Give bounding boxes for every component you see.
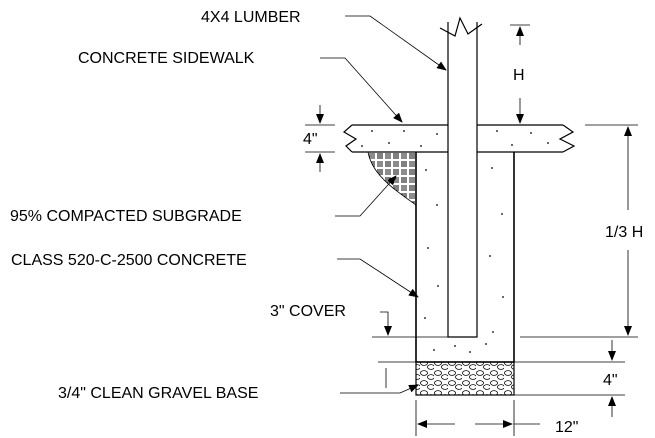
cover-label: 3" COVER xyxy=(270,303,346,320)
gravel-base xyxy=(415,361,515,396)
gravel-callout: 3/4" CLEAN GRAVEL BASE xyxy=(58,384,419,402)
subgrade-callout: 95% COMPACTED SUBGRADE xyxy=(10,175,397,225)
concrete-footing xyxy=(415,152,515,363)
gravel-thickness-label: 4" xyxy=(603,372,618,389)
sidewalk-thickness-dimension: 4" xyxy=(303,105,335,172)
concrete-label: CLASS 520-C-2500 CONCRETE xyxy=(11,252,247,269)
lumber-post xyxy=(439,16,483,338)
width-dimension: 12" xyxy=(415,400,578,436)
sidewalk-label: CONCRETE SIDEWALK xyxy=(78,50,255,67)
lumber-callout: 4X4 LUMBER xyxy=(201,9,447,71)
width-label: 12" xyxy=(555,419,578,436)
depth-dimension: 1/3 H xyxy=(520,124,643,338)
cover-dimension: 3" COVER xyxy=(270,303,448,363)
concrete-sidewalk-slab xyxy=(342,124,576,153)
h-dimension-label: H xyxy=(513,67,525,84)
lumber-label: 4X4 LUMBER xyxy=(201,9,301,26)
sidewalk-thickness-label: 4" xyxy=(303,131,318,148)
h-dimension: H xyxy=(510,24,530,124)
depth-dimension-label: 1/3 H xyxy=(605,224,643,241)
gravel-thickness-dimension: 4" xyxy=(385,340,625,417)
sidewalk-callout: CONCRETE SIDEWALK xyxy=(78,50,403,123)
sidewalk-aggregate-dots xyxy=(361,130,549,147)
compacted-subgrade-hatch xyxy=(367,151,417,206)
gravel-label: 3/4" CLEAN GRAVEL BASE xyxy=(58,385,258,402)
subgrade-label: 95% COMPACTED SUBGRADE xyxy=(10,208,242,225)
footing-aggregate-dots xyxy=(424,167,504,353)
concrete-callout: CLASS 520-C-2500 CONCRETE xyxy=(11,252,419,298)
